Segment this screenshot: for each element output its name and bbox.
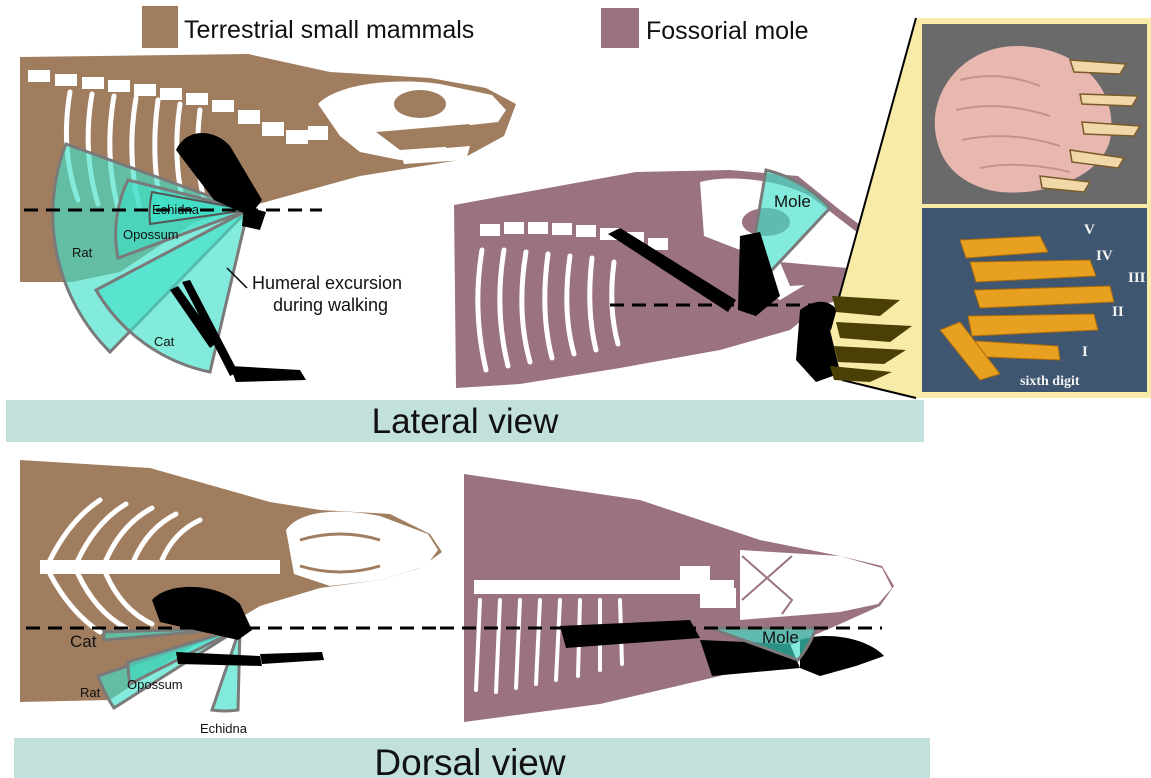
digit-label-ii: II (1112, 304, 1124, 320)
lateral-view-title: Lateral view (372, 402, 559, 441)
lateral-label-echidna: Echidna (152, 202, 200, 217)
legend-swatch-fossorial (601, 8, 639, 48)
dorsal-label-echidna: Echidna (200, 721, 248, 736)
lateral-label-rat: Rat (72, 245, 93, 260)
legend-swatch-terrestrial (142, 6, 178, 48)
lateral-terrestrial-panel: Echidna Opossum Rat Cat Humeral excursio… (20, 54, 516, 382)
inset-panel: V IV III II I sixth digit (830, 18, 1151, 398)
annotation-line1: Humeral excursion (252, 273, 402, 293)
dorsal-label-mole: Mole (762, 628, 799, 647)
digit-label-iv: IV (1096, 248, 1113, 264)
dorsal-label-cat: Cat (70, 632, 97, 651)
annotation-line2: during walking (273, 295, 388, 315)
mole-hand-ct-render (922, 208, 1147, 392)
dorsal-terrestrial-spine (40, 560, 280, 574)
legend: Terrestrial small mammals Fossorial mole (142, 6, 809, 48)
dorsal-mole-panel: Mole (440, 474, 894, 722)
digit-label-v: V (1084, 222, 1095, 238)
dorsal-label-rat: Rat (80, 685, 101, 700)
mole-hand-photo (922, 24, 1147, 204)
legend-label-terrestrial: Terrestrial small mammals (184, 16, 474, 44)
lateral-label-opossum: Opossum (123, 227, 179, 242)
sixth-digit-label: sixth digit (1020, 374, 1080, 389)
digit-label-i: I (1082, 344, 1088, 360)
dorsal-terrestrial-skull (286, 512, 438, 586)
dorsal-terrestrial-panel: Cat Rat Opossum Echidna (20, 460, 442, 736)
legend-label-fossorial: Fossorial mole (646, 17, 809, 45)
lateral-label-cat: Cat (154, 334, 175, 349)
dorsal-label-opossum: Opossum (127, 677, 183, 692)
lateral-label-mole: Mole (774, 192, 811, 211)
digit-label-iii: III (1128, 270, 1146, 286)
dorsal-view-title: Dorsal view (374, 742, 565, 778)
